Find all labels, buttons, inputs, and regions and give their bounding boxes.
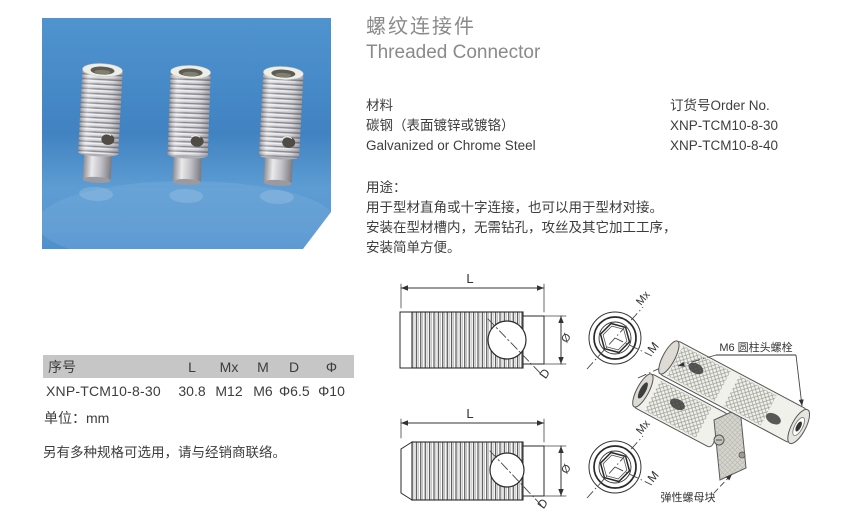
callout-bolt-label: M6 圆柱头螺栓 — [719, 340, 792, 354]
connector-photo-item-2 — [167, 65, 211, 203]
dim-label-L: L — [466, 271, 473, 286]
nut-block-3d — [713, 407, 747, 481]
assembly-illustration: M6 圆柱头螺栓 弹性螺母块 — [632, 340, 811, 504]
spec-col-header: L — [188, 358, 196, 375]
availability-note: 另有多种规格可选用，请与经销商联络。 — [43, 445, 286, 460]
callout-nut-block: 弹性螺母块 — [661, 473, 733, 504]
spec-col-header: Φ — [325, 358, 338, 375]
end-view-top: Mx M — [586, 289, 662, 370]
material-label: 材料 — [366, 98, 393, 113]
page-title-zh: 螺纹连接件 — [366, 16, 476, 38]
spec-col-header: D — [288, 358, 300, 375]
dim-label-L: L — [466, 406, 473, 421]
usage-line: 安装在型材槽内，无需钻孔，攻丝及其它加工工序， — [366, 220, 677, 235]
connector-3d-upper — [658, 340, 811, 445]
order-no-label: 订货号Order No. — [670, 98, 770, 113]
spec-cell-M: M6 — [253, 383, 273, 399]
spec-col-header: 序号 — [48, 358, 76, 375]
spec-table-header-row: 序号 L Mx M D Φ — [43, 355, 354, 378]
end-view-bottom: Mx M — [586, 418, 662, 499]
spec-table: 序号 L Mx M D Φ XNP-TCM10-8-30 30.8 M12 M6… — [43, 355, 354, 428]
threaded-connector-photo-image — [42, 18, 331, 249]
dim-label-D: D — [537, 366, 554, 381]
page-title-en: Threaded Connector — [366, 42, 541, 63]
order-no-item: XNP-TCM10-8-30 — [670, 118, 779, 133]
unit-note: 单位：mm — [44, 410, 110, 426]
technical-drawing-canvas: L D Ø Mx — [399, 271, 811, 511]
spec-cell-model: XNP-TCM10-8-30 — [46, 383, 161, 399]
spec-cell-Mx: M12 — [215, 383, 243, 399]
connector-photo-item-3 — [258, 66, 304, 204]
spec-cell-L: 30.8 — [178, 383, 206, 399]
callout-bolt: M6 圆柱头螺栓 — [677, 340, 804, 407]
usage-block: 用途： 用于型材直角或十字连接，也可以用于型材对接。 安装在型材槽内，无需钻孔，… — [366, 178, 677, 258]
dim-label-Mx: Mx — [634, 418, 653, 437]
usage-label: 用途： — [366, 180, 407, 195]
connector-3d-lower — [632, 373, 728, 448]
connector-photo-item-1 — [78, 63, 123, 201]
spec-cell-D: Φ6.5 — [279, 383, 310, 399]
side-view-top: L D Ø — [399, 271, 574, 381]
dim-label-D: D — [535, 496, 552, 511]
material-line-zh: 碳钢（表面镀锌或镀铬） — [366, 118, 515, 133]
side-view-bottom: L D Ø — [400, 406, 574, 511]
callout-nut-label: 弹性螺母块 — [661, 490, 716, 504]
usage-line: 用于型材直角或十字连接，也可以用于型材对接。 — [366, 200, 663, 215]
spec-table-row: XNP-TCM10-8-30 30.8 M12 M6 Φ6.5 Φ10 — [43, 380, 354, 402]
order-no-item: XNP-TCM10-8-40 — [670, 138, 779, 153]
order-no-block: 订货号Order No. XNP-TCM10-8-30 XNP-TCM10-8-… — [670, 96, 778, 156]
spec-cell-Phi: Φ10 — [318, 383, 345, 399]
usage-line: 安装简单方便。 — [366, 240, 461, 255]
spec-col-header: Mx — [219, 358, 239, 375]
technical-drawings: L D Ø Mx — [380, 260, 854, 527]
material-line-en: Galvanized or Chrome Steel — [366, 138, 536, 153]
product-photo — [42, 18, 331, 249]
spec-col-header: M — [257, 358, 269, 375]
material-block: 材料 碳钢（表面镀锌或镀铬） Galvanized or Chrome Stee… — [366, 96, 536, 156]
dim-label-Mx: Mx — [634, 289, 653, 308]
page-title-block: 螺纹连接件 Threaded Connector — [366, 14, 540, 66]
